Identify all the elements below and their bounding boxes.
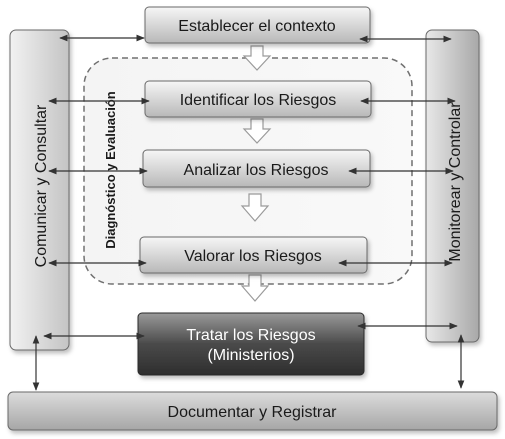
flow-arrows bbox=[240, 45, 272, 302]
treat-risks-box: Tratar los Riesgos (Ministerios) bbox=[137, 312, 365, 376]
flow-arrow-1 bbox=[242, 45, 272, 71]
evaluation-group-label: Diagnóstico y Evaluación bbox=[103, 91, 118, 249]
identify-risks-box: Identificar los Riesgos bbox=[144, 80, 372, 118]
evaluate-risks-box: Valorar los Riesgos bbox=[139, 236, 368, 274]
treat-risks-label: Tratar los Riesgos bbox=[186, 327, 315, 344]
evaluate-risks-label: Valorar los Riesgos bbox=[184, 248, 322, 265]
analyze-risks-label: Analizar los Riesgos bbox=[184, 162, 329, 179]
communicate-label: Comunicar y Consultar bbox=[33, 104, 50, 267]
analyze-risks-box: Analizar los Riesgos bbox=[142, 149, 371, 188]
establish-context-box: Establecer el contexto bbox=[144, 6, 371, 44]
establish-context-label: Establecer el contexto bbox=[178, 18, 336, 35]
identify-risks-label: Identificar los Riesgos bbox=[180, 92, 337, 109]
document-record-label: Documentar y Registrar bbox=[168, 404, 338, 421]
communicate-panel: Comunicar y Consultar bbox=[9, 29, 70, 351]
flow-arrow-2 bbox=[242, 118, 272, 144]
connector-arrows bbox=[32, 34, 465, 391]
treat-risks-sublabel: (Ministerios) bbox=[207, 347, 294, 364]
flow-arrow-3 bbox=[240, 193, 270, 222]
flow-arrow-4 bbox=[240, 274, 270, 302]
monitor-panel: Monitorear y Controlar bbox=[425, 29, 480, 343]
monitor-label: Monitorear y Controlar bbox=[447, 102, 464, 262]
document-record-bar: Documentar y Registrar bbox=[7, 391, 498, 431]
